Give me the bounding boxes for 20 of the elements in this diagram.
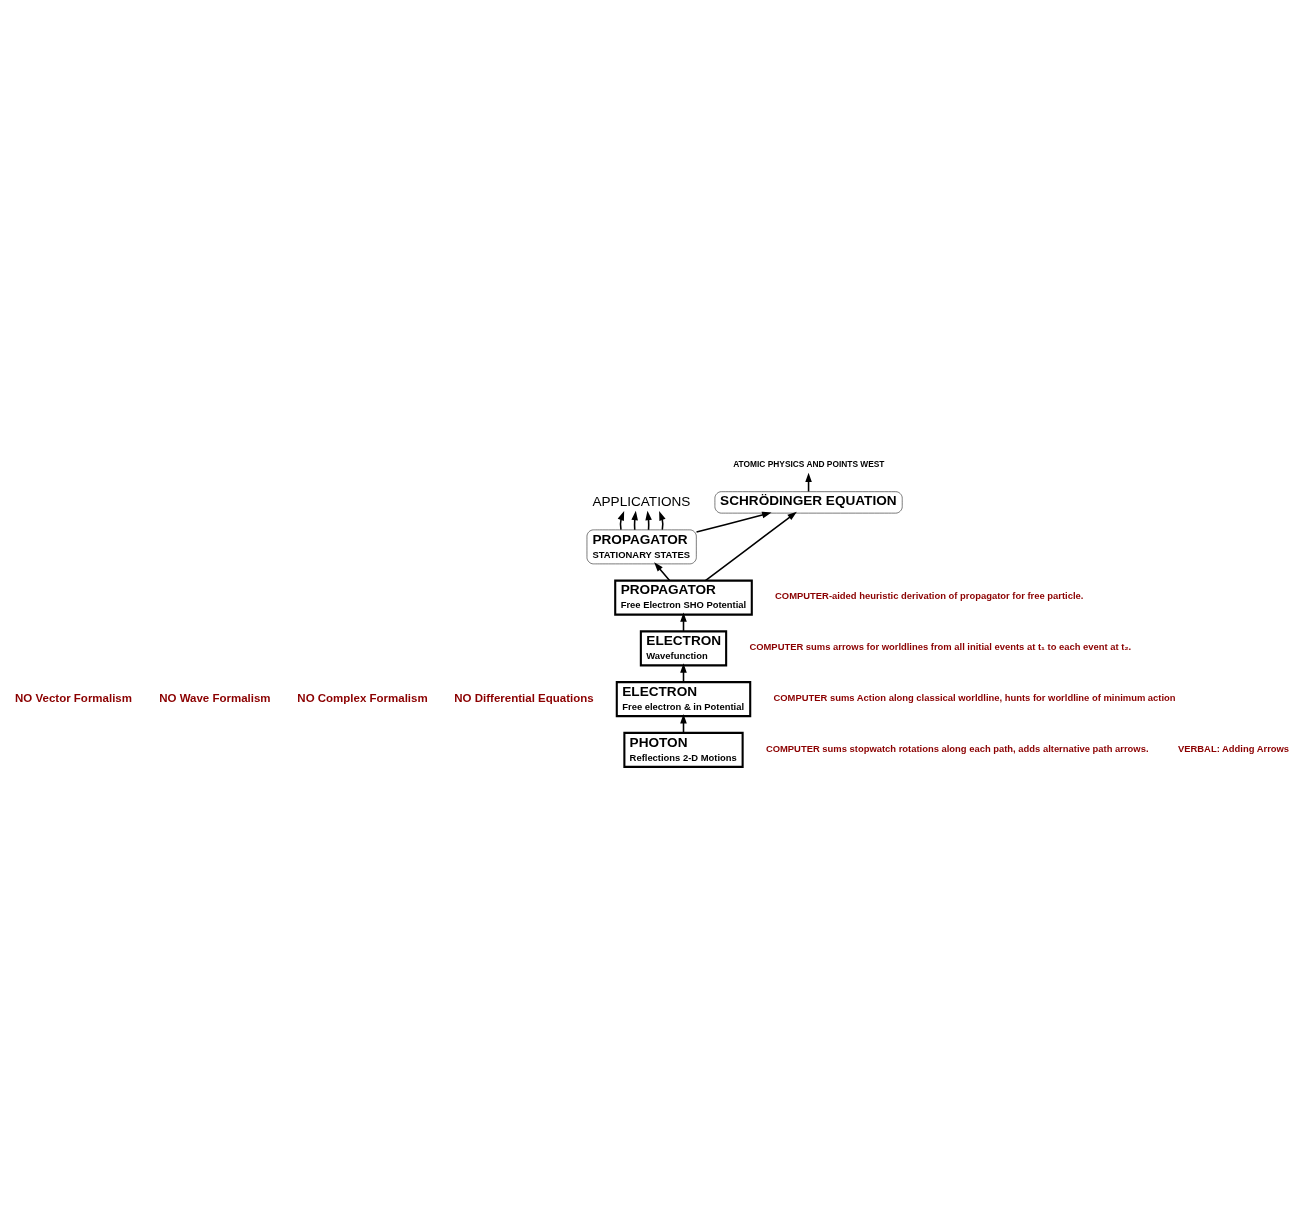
label: NO Differential Equations (454, 691, 594, 704)
arrow (654, 561, 671, 581)
node-box: ELECTRON Free electron & in Potential (615, 680, 752, 717)
node-label: COMPUTER-aided heuristic derivation of propagator for free particle. (775, 589, 1084, 601)
node-box: ELECTRON Wavefunction (639, 629, 728, 666)
arrow (704, 511, 797, 581)
label: NO Wave Formalism (159, 691, 271, 704)
node-label: COMPUTER sums stopwatch rotations along each path, adds alternative path arrows. (765, 742, 1149, 754)
node-label: VERBAL: Adding Arrows (1177, 742, 1290, 754)
arrow (695, 511, 772, 533)
node-text: ATOMIC PHYSICS AND POINTS WEST (733, 458, 885, 469)
label: NO Vector Formalism (15, 691, 133, 704)
node-label: COMPUTER sums arrows for worldlines from all initial events at t₁ to each event at t₂. (749, 640, 1132, 652)
node-box: PHOTON Reflections 2-D Motions (623, 731, 744, 768)
label: NO Complex Formalism (297, 691, 428, 704)
node-box: PROPAGATOR STATIONARY STATES (586, 529, 697, 564)
node-label: COMPUTER sums Action along classical worldline, hunts for worldline of minimum action (773, 691, 1176, 703)
node-text: APPLICATIONS (592, 493, 691, 509)
node-box: PROPAGATOR Free Electron SHO Potential (614, 579, 753, 616)
node-box: SCHRÖDINGER EQUATION (714, 490, 903, 513)
